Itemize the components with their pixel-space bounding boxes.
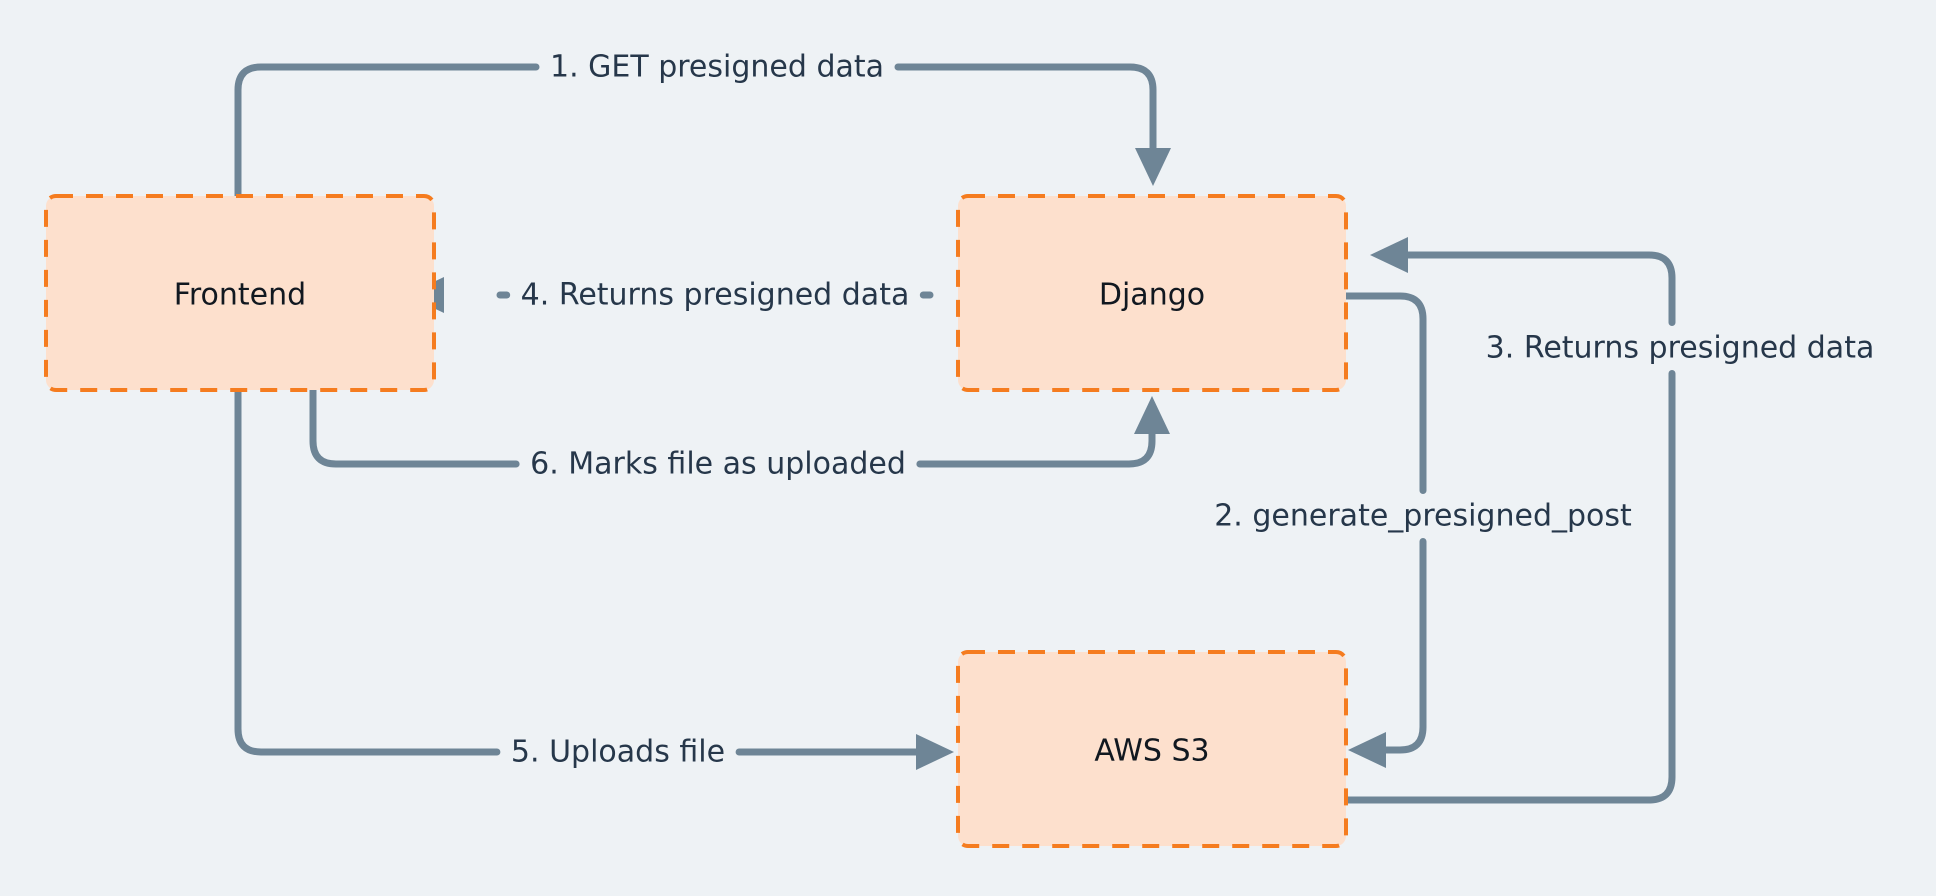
edge-6-segment-right	[916, 424, 1156, 468]
node-frontend[interactable]: Frontend	[44, 194, 436, 392]
edge-5-uploads-file: 5. Uploads file	[234, 386, 954, 770]
edge-2-segment-top	[1342, 292, 1427, 494]
node-aws-s3-box[interactable]	[956, 650, 1348, 848]
edge-3-segment-upper	[1398, 251, 1676, 326]
edge-4-returns-presigned-data: 4. Returns presigned data	[406, 277, 934, 313]
edge-2-generate-presigned-post: 2. generate_presigned_post	[1214, 292, 1632, 768]
node-frontend-label: Frontend	[174, 278, 306, 313]
edge-3-arrowhead	[1370, 237, 1408, 273]
edge-6-label: 6. Marks file as uploaded	[530, 447, 906, 482]
node-aws-s3-label: AWS S3	[1094, 734, 1209, 769]
edge-2-segment-bottom	[1376, 538, 1427, 754]
edge-3-label: 3. Returns presigned data	[1486, 331, 1875, 366]
edge-3-segment-lower	[1342, 370, 1676, 804]
edge-6-marks-file-as-uploaded: 6. Marks file as uploaded	[309, 386, 1170, 482]
node-django-box[interactable]	[956, 194, 1348, 392]
edge-4-label: 4. Returns presigned data	[521, 278, 910, 313]
edge-1-get-presigned-data: 1. GET presigned data	[234, 50, 1171, 200]
edge-6-segment-left	[309, 386, 520, 468]
edge-1-segment-right	[894, 63, 1157, 156]
edge-5-segment-left	[234, 386, 501, 756]
edge-1-arrowhead	[1135, 148, 1171, 186]
edge-2-label: 2. generate_presigned_post	[1214, 499, 1632, 534]
node-django[interactable]: Django	[956, 194, 1348, 392]
edge-5-arrowhead	[916, 734, 954, 770]
edge-6-arrowhead	[1134, 396, 1170, 434]
edge-5-label: 5. Uploads file	[511, 735, 725, 770]
node-django-label: Django	[1099, 278, 1205, 313]
edge-3-returns-presigned-data: 3. Returns presigned data	[1342, 237, 1875, 804]
edge-1-label: 1. GET presigned data	[550, 50, 884, 85]
node-aws-s3[interactable]: AWS S3	[956, 650, 1348, 848]
node-frontend-box[interactable]	[44, 194, 436, 392]
edge-2-arrowhead	[1348, 732, 1386, 768]
edge-1-segment-left	[234, 63, 540, 200]
